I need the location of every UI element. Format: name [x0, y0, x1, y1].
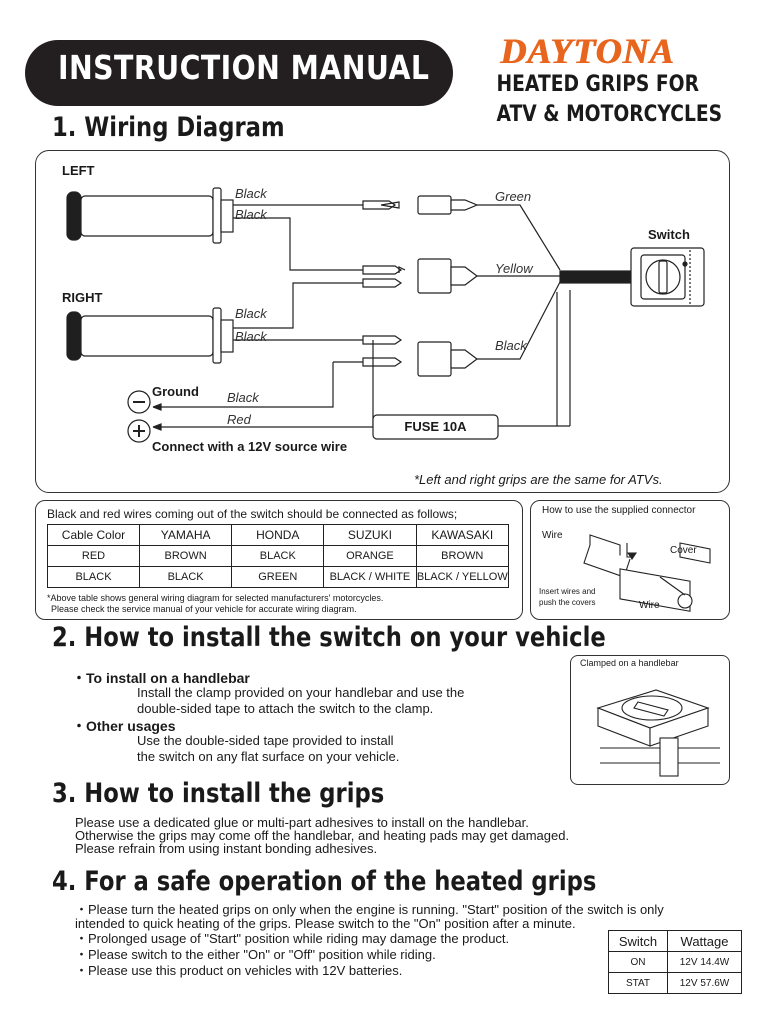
- wire-label: Black: [235, 306, 267, 321]
- switch-install-heading: 2. How to install the switch on your veh…: [52, 622, 606, 653]
- safe-operation-text: ・Please turn the heated grips on only wh…: [75, 903, 664, 930]
- table-row: BLACK BLACK GREEN BLACK / WHITE BLACK / …: [47, 566, 510, 588]
- connector-wire-top: Wire: [542, 530, 563, 541]
- table-cell: BROWN: [415, 545, 510, 567]
- wire-label: Green: [495, 189, 532, 204]
- title-banner: [25, 40, 453, 106]
- wiring-diagram-svg: [66, 187, 705, 443]
- table-cell: BROWN: [138, 545, 233, 567]
- table-header: KAWASAKI: [415, 524, 510, 546]
- table-header: Cable Color: [47, 524, 140, 546]
- safe-line-1: ・Please turn the heated grips on only wh…: [75, 902, 664, 917]
- table-row: RED BROWN BLACK ORANGE BROWN: [47, 545, 510, 567]
- clamp-caption: Clamped on a handlebar: [580, 658, 679, 668]
- table-cell: ORANGE: [323, 545, 417, 567]
- cable-table-intro: Black and red wires coming out of the sw…: [47, 507, 458, 521]
- table-cell: BLACK: [47, 566, 140, 588]
- table-header: Wattage: [667, 930, 742, 952]
- wire-label: Black: [235, 186, 267, 201]
- cable-footnote-1: *Above table shows general wiring diagra…: [47, 593, 384, 603]
- ground-label: Ground: [152, 384, 199, 399]
- table-cell: GREEN: [231, 566, 325, 588]
- grips-line-1: Please use a dedicated glue or multi-par…: [75, 815, 529, 830]
- wiring-heading: 1. Wiring Diagram: [52, 112, 285, 143]
- fuse-label: FUSE 10A: [404, 419, 467, 434]
- connector-insert-1: Insert wires and: [539, 587, 596, 596]
- grips-install-text: Please use a dedicated glue or multi-par…: [75, 816, 569, 855]
- table-header: HONDA: [231, 524, 325, 546]
- table-row: STAT 12V 57.6W: [608, 972, 742, 994]
- table-header: Switch: [608, 930, 668, 952]
- other-usages-title: ・Other usages: [72, 718, 176, 734]
- table-cell: BLACK: [138, 566, 233, 588]
- connector-insert-2: push the covers: [539, 598, 596, 607]
- cable-footnote-2: Please check the service manual of your …: [51, 604, 357, 614]
- install-handlebar-title: ・To install on a handlebar: [72, 670, 250, 686]
- table-row: ON 12V 14.4W: [608, 951, 742, 973]
- table-cell: BLACK: [231, 545, 325, 567]
- safe-line-2: intended to quick heating of the grips. …: [75, 915, 576, 931]
- connector-illustration: [583, 534, 711, 612]
- safe-line-5: ・Please use this product on vehicles wit…: [75, 963, 403, 978]
- right-grip-illustration: [66, 307, 234, 364]
- install-handlebar-line-2: double-sided tape to attach the switch t…: [137, 701, 434, 716]
- wire-label: Black: [495, 338, 527, 353]
- wattage-table: Switch Wattage ON 12V 14.4W STAT 12V 57.…: [608, 930, 742, 994]
- table-cell: 12V 14.4W: [667, 951, 742, 973]
- table-header: SUZUKI: [323, 524, 417, 546]
- other-usages-line-1: Use the double-sided tape provided to in…: [137, 733, 394, 748]
- wire-label: Black: [235, 207, 267, 222]
- table-header: YAMAHA: [138, 524, 233, 546]
- brand-logo: DAYTONA: [500, 31, 675, 71]
- table-cell: BLACK / WHITE: [323, 566, 417, 588]
- wire-label: Black: [235, 329, 267, 344]
- table-cell: ON: [608, 951, 668, 973]
- grips-line-3: Please refrain from using instant bondin…: [75, 841, 378, 856]
- grips-install-heading: 3. How to install the grips: [52, 778, 385, 809]
- safe-operation-bullets: ・Prolonged usage of "Start" position whi…: [75, 931, 509, 979]
- subtitle-line-1: HEATED GRIPS FOR: [496, 72, 699, 97]
- safe-line-3: ・Prolonged usage of "Start" position whi…: [75, 931, 510, 946]
- grips-line-2: Otherwise the grips may come off the han…: [75, 828, 570, 843]
- table-header-row: Switch Wattage: [608, 930, 742, 952]
- table-cell: 12V 57.6W: [667, 972, 742, 994]
- right-grip-label: RIGHT: [62, 290, 103, 305]
- install-handlebar-line-1: Install the clamp provided on your handl…: [137, 685, 465, 700]
- connector-wire-bottom: Wire: [639, 600, 660, 611]
- table-cell: STAT: [608, 972, 668, 994]
- source-label: Connect with a 12V source wire: [152, 439, 348, 454]
- connector-title: How to use the supplied connector: [542, 505, 696, 516]
- product-subtitle: HEATED GRIPS FOR ATV & MOTORCYCLES: [480, 70, 723, 130]
- safe-operation-heading: 4. For a safe operation of the heated gr…: [52, 866, 597, 897]
- left-grip-illustration: [66, 187, 234, 244]
- left-grip-label: LEFT: [62, 163, 95, 178]
- page-title: INSTRUCTION MANUAL: [58, 48, 430, 87]
- cable-color-table: Cable Color YAMAHA HONDA SUZUKI KAWASAKI…: [47, 524, 510, 588]
- wire-label: Black: [227, 390, 259, 405]
- connector-cover: Cover: [670, 545, 697, 556]
- atv-note: *Left and right grips are the same for A…: [414, 472, 663, 487]
- wire-label: Yellow: [495, 261, 533, 276]
- clamp-illustration: [596, 689, 720, 777]
- table-cell: RED: [47, 545, 140, 567]
- table-header-row: Cable Color YAMAHA HONDA SUZUKI KAWASAKI: [47, 524, 510, 546]
- other-usages-line-2: the switch on any flat surface on your v…: [137, 749, 400, 764]
- wire-label: Red: [227, 412, 251, 427]
- table-cell: BLACK / YELLOW: [415, 566, 510, 588]
- subtitle-line-2: ATV & MOTORCYCLES: [496, 102, 723, 127]
- switch-label: Switch: [648, 227, 690, 242]
- safe-line-4: ・Please switch to the either "On" or "Of…: [75, 947, 436, 962]
